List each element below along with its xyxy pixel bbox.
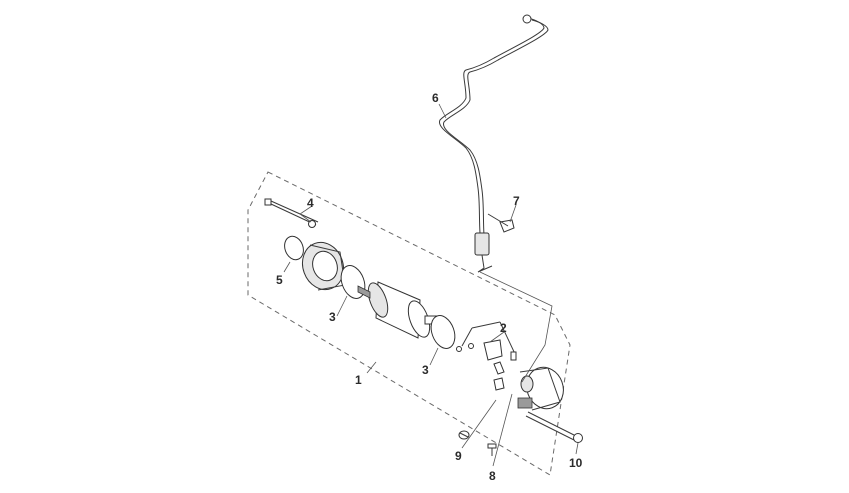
callout-5[interactable]: 5 [276, 273, 283, 287]
o-ring-small[interactable] [281, 234, 306, 263]
leader-lines [283, 103, 579, 467]
rear-cover[interactable] [517, 362, 569, 414]
long-screw[interactable] [525, 411, 583, 443]
starter-motor-body[interactable] [357, 280, 438, 340]
bolt-small[interactable] [487, 443, 497, 456]
callout-8[interactable]: 8 [489, 469, 496, 483]
callout-10[interactable]: 10 [569, 456, 583, 470]
callout-3-rear[interactable]: 3 [422, 363, 429, 377]
front-cover[interactable] [296, 237, 350, 296]
starter-cable[interactable] [439, 14, 549, 273]
callout-4[interactable]: 4 [307, 196, 314, 210]
cable-clamp[interactable] [487, 213, 515, 233]
long-bolt[interactable] [264, 198, 319, 228]
callout-7[interactable]: 7 [513, 194, 520, 208]
o-ring-rear[interactable] [427, 312, 459, 351]
callout-6[interactable]: 6 [432, 91, 439, 105]
callout-3-front[interactable]: 3 [329, 310, 336, 324]
sleeve[interactable] [458, 430, 470, 440]
callout-2[interactable]: 2 [500, 321, 507, 335]
callout-9[interactable]: 9 [455, 449, 462, 463]
assembly-outline [247, 171, 571, 476]
callout-1[interactable]: 1 [355, 373, 362, 387]
brush-set[interactable] [456, 321, 517, 391]
